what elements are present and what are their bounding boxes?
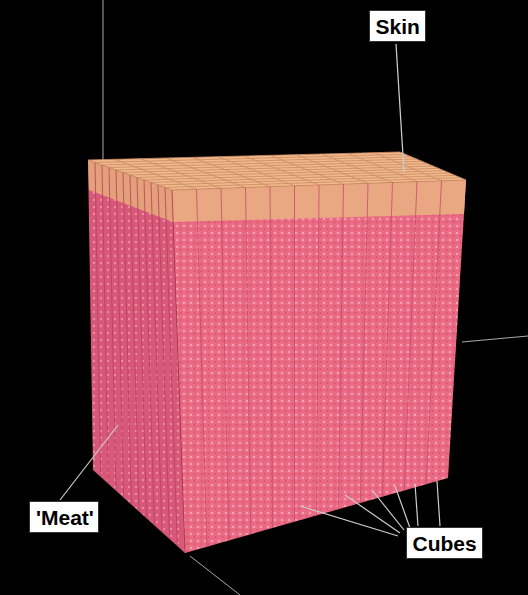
cube-edge bbox=[348, 153, 417, 181]
cube-edge bbox=[374, 153, 442, 181]
axis-line bbox=[103, 0, 104, 160]
cube-edge bbox=[360, 183, 368, 503]
label-text: 'Meat' bbox=[36, 505, 92, 530]
cube-edge bbox=[246, 188, 251, 535]
meat-face bbox=[88, 160, 185, 553]
cube-edge bbox=[400, 152, 466, 180]
cube-edge bbox=[270, 187, 273, 528]
cube-edge bbox=[130, 175, 139, 512]
cube-edge bbox=[404, 182, 417, 491]
axis-line bbox=[462, 336, 528, 342]
cube-edge bbox=[144, 171, 444, 180]
skin-top bbox=[88, 152, 466, 190]
cube-edge bbox=[338, 184, 343, 509]
cube-edge bbox=[197, 189, 207, 547]
cube-edge bbox=[382, 183, 392, 497]
cube-edge bbox=[102, 165, 108, 484]
label-text: Cubes bbox=[413, 531, 476, 556]
cube-edge bbox=[137, 168, 439, 177]
cube-edge bbox=[317, 185, 320, 516]
cube-edge bbox=[294, 186, 295, 522]
cube-edge bbox=[426, 181, 441, 484]
cube-edge bbox=[123, 173, 131, 505]
cube-edge bbox=[165, 178, 461, 188]
cube-edge bbox=[221, 188, 229, 540]
cube-edge bbox=[165, 188, 177, 547]
callout-label: Cubes bbox=[406, 527, 483, 559]
callout-label: 'Meat' bbox=[29, 501, 99, 533]
cube-edge bbox=[151, 183, 162, 533]
cube-edge bbox=[151, 173, 450, 183]
cube-edge bbox=[172, 190, 185, 553]
label-text: Skin bbox=[376, 14, 419, 39]
cube-edge bbox=[109, 168, 116, 491]
cube-edge bbox=[158, 185, 170, 539]
leader-lines bbox=[60, 44, 440, 536]
meat-face bbox=[172, 180, 466, 553]
callout-label: Skin bbox=[369, 10, 426, 42]
cube-edge bbox=[116, 170, 124, 498]
cube-edge bbox=[95, 163, 101, 477]
cube-edge bbox=[158, 175, 455, 185]
axis-line bbox=[190, 556, 240, 595]
